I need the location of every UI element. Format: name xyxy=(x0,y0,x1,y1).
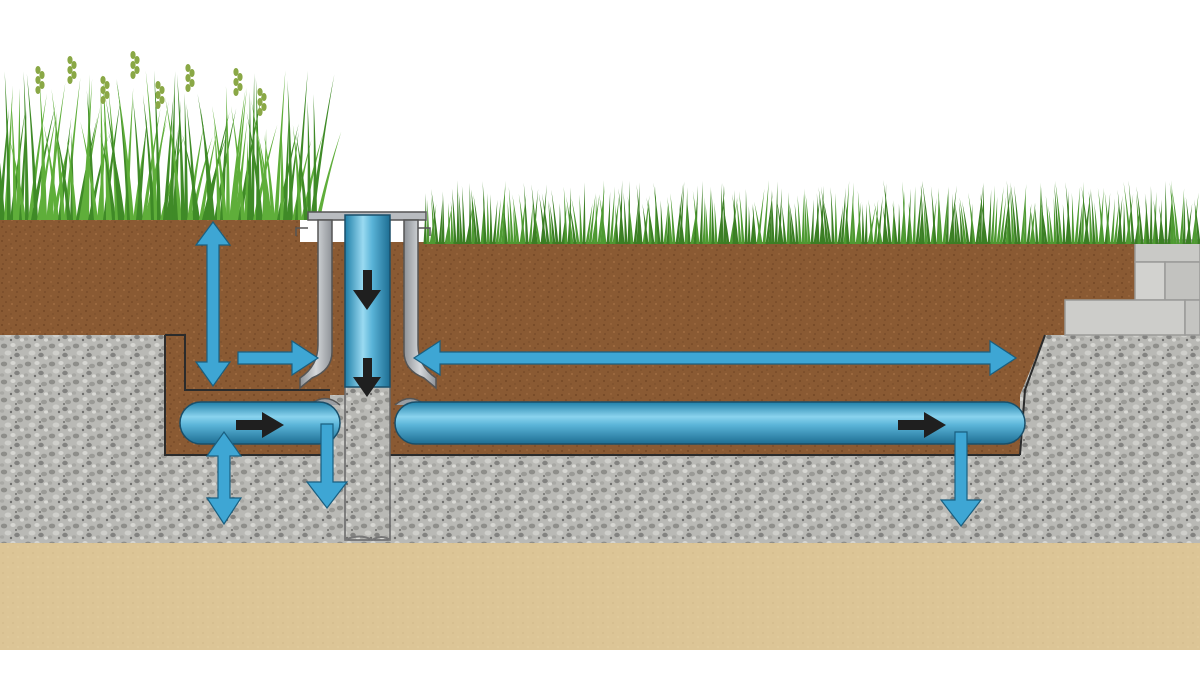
topsoil-layer xyxy=(0,218,1135,455)
retaining-wall xyxy=(1064,239,1200,336)
grass-left xyxy=(0,51,342,221)
down-arrow-left-pipe-end xyxy=(305,423,349,509)
subsoil-sand-layer xyxy=(0,540,1200,650)
two-way-down-arrow-left-pipe xyxy=(205,430,243,526)
down-arrow-in-inlet-top xyxy=(353,270,381,310)
right-arrow-into-inlet xyxy=(237,339,320,377)
horizontal-two-way-arrow xyxy=(412,339,1018,377)
right-arrow-right-pipe xyxy=(898,412,946,438)
grass-right xyxy=(423,180,1200,244)
vertical-two-way-arrow-left xyxy=(194,220,232,388)
right-perforated-pipe xyxy=(394,401,1026,445)
gravel-column-base xyxy=(344,535,391,542)
down-arrow-right-pipe-end xyxy=(939,431,983,527)
right-arrow-left-pipe xyxy=(236,412,284,438)
trench-outline-left xyxy=(165,334,330,391)
down-arrow-in-inlet-bottom xyxy=(353,358,381,397)
trench-bottom-left xyxy=(164,335,330,456)
gravel-column xyxy=(344,384,391,541)
